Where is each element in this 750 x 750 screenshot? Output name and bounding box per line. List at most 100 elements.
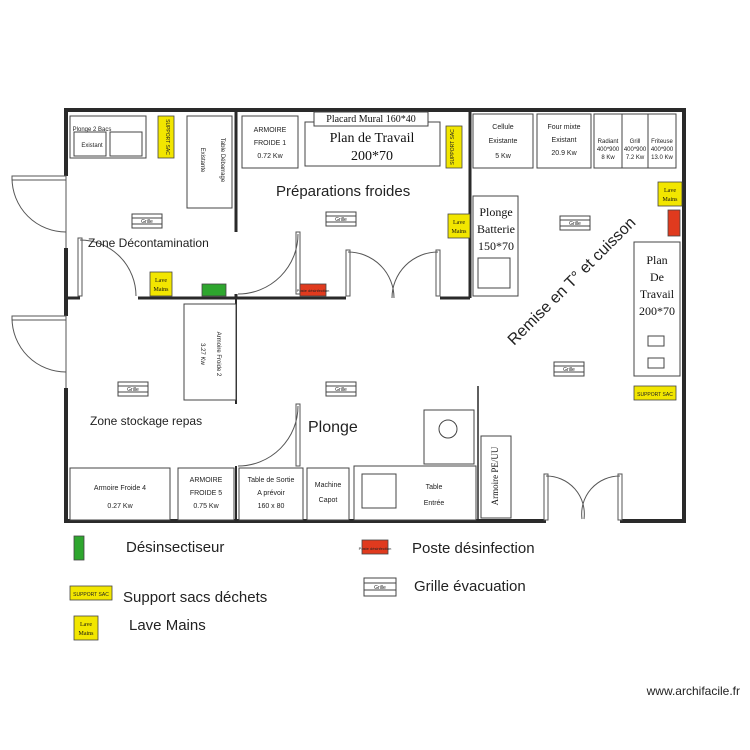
plonge-batterie-l2: Batterie bbox=[477, 222, 515, 236]
support-decon-label: SUPPORT SAC bbox=[164, 119, 170, 155]
gap-door-7 bbox=[546, 517, 620, 525]
table-deb-l2: Existante bbox=[199, 148, 205, 173]
grilles bbox=[117, 211, 591, 597]
grill-l1: Grill bbox=[630, 139, 641, 145]
grille-prep-label: Grille bbox=[335, 217, 347, 223]
zone-decontamination: Zone Décontamination bbox=[88, 236, 209, 250]
armoire-froide-4 bbox=[69, 467, 171, 521]
gap-door-3 bbox=[80, 294, 138, 302]
grille-decon bbox=[131, 213, 163, 229]
machine-capot bbox=[306, 467, 350, 521]
door-left-bottom[interactable] bbox=[11, 315, 67, 388]
door-plonge-left[interactable] bbox=[237, 403, 301, 467]
radiant-l2: 400*900 bbox=[597, 147, 620, 153]
outer-wall bbox=[64, 108, 686, 523]
plan-travail-1-l2: 200*70 bbox=[351, 149, 393, 164]
grille-remise-1 bbox=[559, 215, 591, 231]
radiant-l1: Radiant bbox=[598, 139, 619, 145]
plonge-existante-l1: Plonge 2 Bacs bbox=[73, 127, 112, 133]
desinsectiseur-decon bbox=[201, 283, 227, 297]
lave-prep-l2: Mains bbox=[452, 229, 468, 235]
plan-de-travail-2 bbox=[633, 241, 681, 377]
credit-link[interactable]: www.archifacile.fr bbox=[646, 684, 740, 698]
lave-decon-l2: Mains bbox=[154, 287, 170, 293]
placard-label: Placard Mural 160*40 bbox=[326, 114, 415, 125]
armoire-pe-uu bbox=[480, 435, 512, 519]
support-legend-label: SUPPORT SAC bbox=[73, 592, 109, 598]
plan-travail-2-l2: De bbox=[650, 270, 664, 284]
grille-decon-label: Grille bbox=[141, 219, 153, 225]
grill-l2: 400*900 bbox=[624, 147, 647, 153]
cellule bbox=[472, 113, 534, 169]
friteuse-l2: 400*900 bbox=[651, 147, 674, 153]
door-prep-left[interactable] bbox=[237, 231, 301, 295]
cellule-l1: Cellule bbox=[492, 124, 514, 131]
poste-legend-label: Poste désinfection bbox=[359, 546, 392, 551]
grille-legend bbox=[363, 577, 397, 597]
plan-travail-2-l3: Travail bbox=[640, 287, 675, 301]
lave-remise-l1: Lave bbox=[664, 188, 676, 194]
legend-poste-icon bbox=[361, 539, 389, 555]
four-l3: 20.9 Kw bbox=[551, 150, 577, 157]
armoire-1-l2: FROIDE 1 bbox=[254, 140, 286, 147]
zone-plonge: Plonge bbox=[308, 419, 358, 436]
support-remise-label: SUPPORT SAC bbox=[637, 392, 673, 398]
plan-travail-2-l4: 200*70 bbox=[639, 304, 675, 318]
legend-support-icon bbox=[69, 585, 113, 601]
plonge-batterie-l1: Plonge bbox=[479, 205, 512, 219]
armoire-4-l1: Armoire Froide 4 bbox=[94, 485, 146, 492]
friteuse-l3: 13.0 Kw bbox=[651, 155, 673, 161]
four-mixte bbox=[536, 113, 592, 169]
lave-prep-l1: Lave bbox=[453, 220, 465, 226]
radiant-l3: 8 Kw bbox=[601, 155, 615, 161]
zone-stockage: Zone stockage repas bbox=[90, 414, 202, 428]
placard-mural bbox=[313, 111, 429, 127]
door-remise-double[interactable] bbox=[543, 473, 623, 521]
poste-desinfection-prep bbox=[299, 283, 327, 297]
legend-grille: Grille évacuation bbox=[414, 578, 526, 595]
armoire-froide-5 bbox=[177, 467, 235, 521]
table-debarrage bbox=[186, 115, 233, 209]
support-prep-label: SUPPORT SAC bbox=[450, 129, 456, 165]
door-prep-double[interactable] bbox=[345, 249, 441, 299]
evier-bonde bbox=[438, 419, 458, 439]
walls bbox=[64, 108, 686, 523]
legend-lave-icon bbox=[73, 615, 99, 641]
poste-prep-label: Poste désinfection bbox=[297, 288, 330, 293]
poste-desinfection-remise bbox=[667, 209, 681, 237]
lave-legend-l2: Mains bbox=[79, 631, 95, 637]
lave-decon-l1: Lave bbox=[155, 278, 167, 284]
armoire-froide-1 bbox=[241, 115, 299, 169]
door-decon[interactable] bbox=[77, 237, 137, 297]
armoire-5-l2: FROIDE 5 bbox=[190, 490, 222, 497]
lave-mains-remise bbox=[657, 181, 683, 207]
table-deb-l1: Table Débarrage bbox=[219, 138, 225, 183]
lave-mains-prep bbox=[447, 213, 471, 239]
grille-stock-label: Grille bbox=[127, 387, 139, 393]
plan-travail-2-l1: Plan bbox=[646, 253, 667, 267]
table-sortie-l1: Table de Sortie bbox=[248, 477, 295, 484]
armoire-1-l1: ARMOIRE bbox=[254, 127, 287, 134]
support-sac-decon bbox=[157, 115, 175, 159]
friteuse-l1: Friteuse bbox=[651, 139, 673, 145]
cellule-l2: Existante bbox=[489, 138, 518, 145]
grille-legend-label: Grille bbox=[374, 585, 386, 591]
lave-mains-decon bbox=[149, 271, 173, 297]
gap-door-6 bbox=[346, 294, 440, 302]
armoire-1-l3: 0.72 Kw bbox=[257, 153, 283, 160]
plan-de-travail-1 bbox=[304, 121, 441, 167]
table-entree-l2: Entrée bbox=[424, 500, 445, 507]
friteuse bbox=[647, 113, 677, 169]
machine-l1: Machine bbox=[315, 482, 342, 489]
grille-remise-2-label: Grille bbox=[563, 367, 575, 373]
legend-support: Support sacs déchets bbox=[123, 589, 268, 606]
zone-preparations: Préparations froides bbox=[276, 183, 410, 200]
four-l1: Four mixte bbox=[547, 124, 580, 131]
four-l2: Existant bbox=[552, 137, 577, 144]
grill-l3: 7.2 Kw bbox=[626, 155, 645, 161]
armoire-2-l1: Armoire Froide 2 bbox=[215, 332, 221, 377]
door-left-top[interactable] bbox=[11, 175, 67, 248]
grille-stock bbox=[117, 381, 149, 397]
markers bbox=[69, 115, 683, 641]
